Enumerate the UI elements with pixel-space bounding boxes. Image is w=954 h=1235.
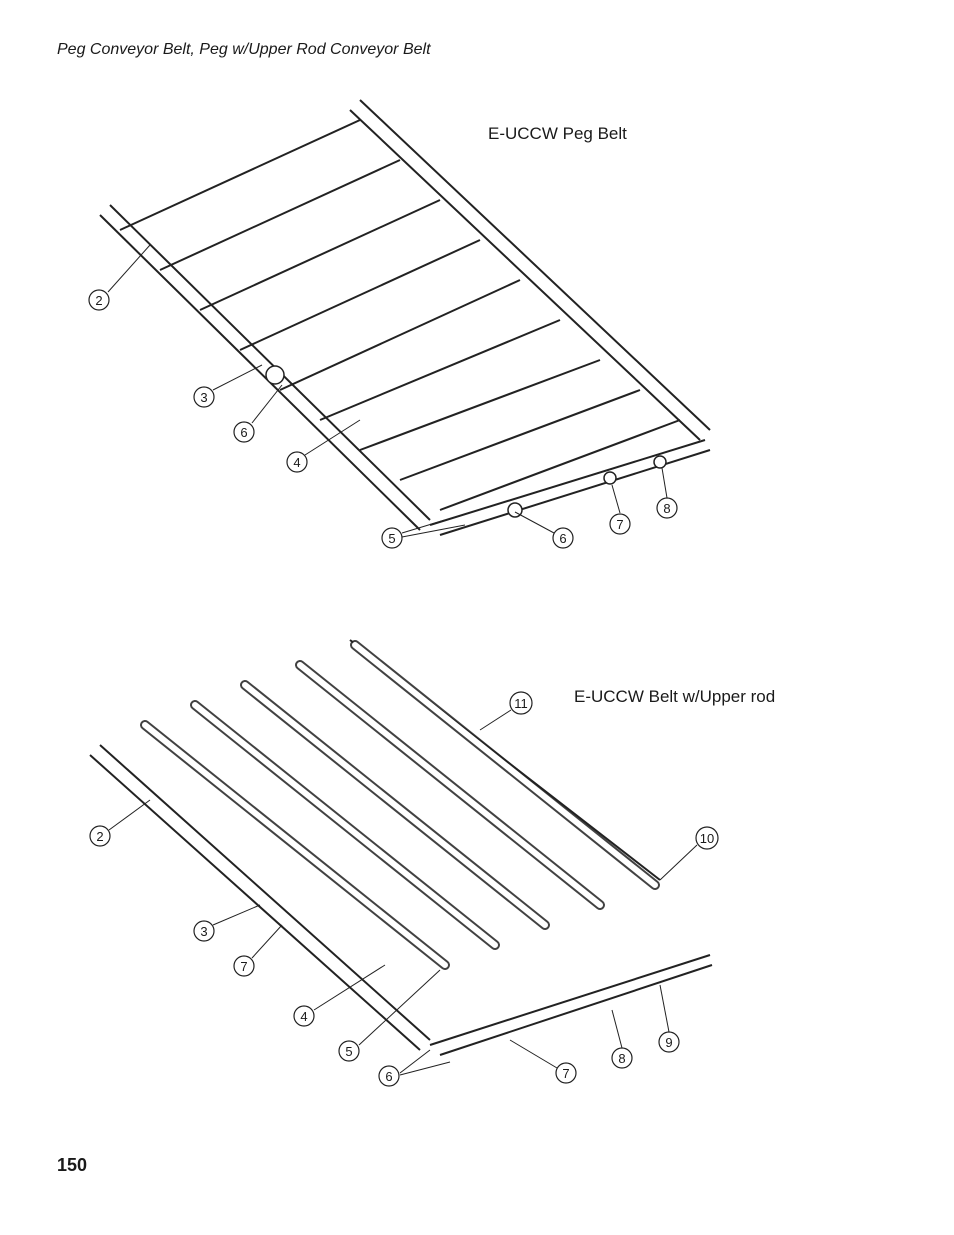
callout-label: 2 — [96, 829, 103, 844]
callout-label: 7 — [616, 517, 623, 532]
callout-label: 5 — [345, 1044, 352, 1059]
callout-label: 7 — [562, 1066, 569, 1081]
callout-label: 4 — [293, 455, 300, 470]
callout-label: 6 — [385, 1069, 392, 1084]
callout-label: 4 — [300, 1009, 307, 1024]
callout-label: 8 — [618, 1051, 625, 1066]
figure1-title: E-UCCW Peg Belt — [488, 124, 627, 143]
callout-label: 5 — [388, 531, 395, 546]
callout-label: 3 — [200, 924, 207, 939]
page-header: Peg Conveyor Belt, Peg w/Upper Rod Conve… — [57, 41, 431, 58]
callout-label: 3 — [200, 390, 207, 405]
peg-belt-illustration: 2 3 6 4 5 6 7 8 — [88, 99, 711, 549]
callout-label: 10 — [700, 831, 714, 846]
callout-label: 6 — [559, 531, 566, 546]
callout-label: 11 — [514, 696, 528, 711]
callout-label: 8 — [663, 501, 670, 516]
callout-label: 7 — [240, 959, 247, 974]
page-number: 150 — [57, 1155, 88, 1175]
upper-rod-belt-illustration: 11 10 2 3 7 4 5 6 7 8 9 — [89, 639, 719, 1087]
callout-label: 2 — [95, 293, 102, 308]
figure2-title: E-UCCW Belt w/Upper rod — [574, 687, 776, 706]
callout-label: 9 — [665, 1035, 672, 1050]
callout-circle — [88, 289, 110, 311]
callout-label: 6 — [240, 425, 247, 440]
